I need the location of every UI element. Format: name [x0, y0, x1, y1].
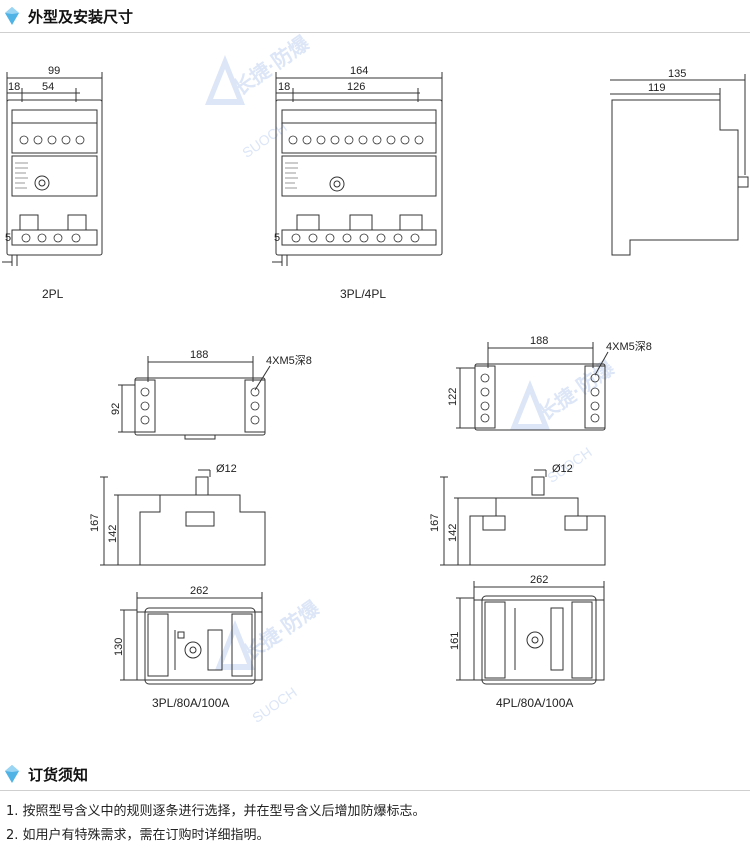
dim-mount-right-hole: 4XM5深8: [606, 340, 652, 353]
dim-mount-right-height: 122: [447, 388, 459, 406]
watermark-logo: 长捷·防爆 SUOCH 长捷·防爆 SUOCH 长捷·防爆 SUOCH: [205, 30, 620, 726]
dim-elev-left-total: 167: [89, 514, 101, 532]
dim-elev-left-shaft: Ø12: [216, 463, 237, 475]
dim-2pl-inner: 54: [42, 81, 54, 93]
dim-2pl-left-offset: 18: [8, 81, 20, 93]
caption-2pl: 2PL: [42, 287, 64, 301]
ordering-notes: 1. 按照型号含义中的规则逐条进行选择，并在型号含义后增加防爆标志。 2. 如用…: [6, 800, 426, 848]
watermark-brand: 长捷·防爆: [229, 30, 315, 100]
view-mount-right: [456, 342, 609, 431]
note-item: 1. 按照型号含义中的规则逐条进行选择，并在型号含义后增加防爆标志。: [6, 804, 426, 819]
dim-side-overall: 135: [668, 68, 686, 80]
view-elevation-right: [440, 469, 606, 566]
dim-mount-left-height: 92: [110, 403, 122, 415]
dim-elev-left-body: 142: [107, 525, 119, 543]
dim-elev-right-shaft: Ø12: [552, 463, 573, 475]
watermark-latin: SUOCH: [249, 684, 300, 726]
dim-mount-right-width: 188: [530, 335, 548, 347]
dim-side-inner: 119: [648, 82, 666, 94]
caption-3pl-4pl: 3PL/4PL: [340, 287, 386, 301]
dim-mount-left-width: 188: [190, 349, 208, 361]
dim-base-right-height: 161: [449, 632, 461, 650]
view-side: [610, 74, 749, 256]
note-item: 2. 如用户有特殊需求，需在订购时详细指明。: [6, 828, 270, 843]
dim-3pl-inner: 126: [347, 81, 365, 93]
section-title: 订货须知: [28, 765, 89, 784]
view-2pl-front: [2, 72, 103, 266]
section-header-dimensions: 外型及安装尺寸: [4, 2, 133, 30]
section-header-ordering: 订货须知: [4, 760, 88, 788]
dim-2pl-bottom: 5: [5, 232, 11, 244]
dim-elev-right-total: 167: [429, 514, 441, 532]
diamond-icon: [5, 7, 19, 25]
view-base-right: [456, 581, 605, 685]
view-mount-left: [118, 356, 271, 440]
watermark-brand: 长捷·防爆: [534, 355, 620, 425]
dim-3pl-bottom: 5: [274, 232, 280, 244]
dim-3pl-overall: 164: [350, 65, 368, 77]
view-base-left: [120, 592, 263, 685]
section-divider: [0, 790, 750, 791]
caption-3pl-80a: 3PL/80A/100A: [152, 696, 229, 710]
dim-base-left-height: 130: [113, 638, 125, 656]
section-title: 外型及安装尺寸: [28, 7, 134, 26]
dim-mount-left-hole: 4XM5深8: [266, 354, 312, 367]
diamond-icon: [5, 765, 19, 783]
section-divider: [0, 32, 750, 33]
dim-base-left-width: 262: [190, 585, 208, 597]
dim-elev-right-body: 142: [447, 524, 459, 542]
dim-base-right-width: 262: [530, 574, 548, 586]
view-3pl-front: [272, 72, 443, 266]
dimension-drawing: 长捷·防爆 SUOCH 长捷·防爆 SUOCH 长捷·防爆 SUOCH: [2, 30, 749, 726]
caption-4pl-80a: 4PL/80A/100A: [496, 696, 573, 710]
dim-2pl-overall: 99: [48, 65, 60, 77]
dim-3pl-left-offset: 18: [278, 81, 290, 93]
view-elevation-left: [100, 469, 266, 566]
